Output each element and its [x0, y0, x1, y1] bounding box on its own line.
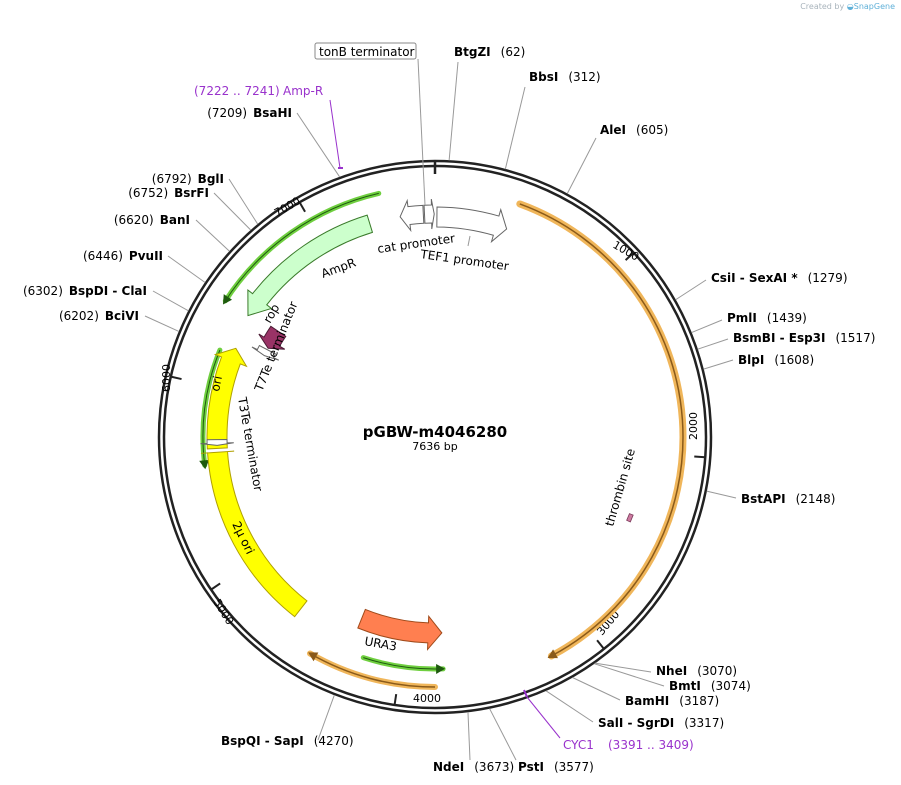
plasmid-length: 7636 bp	[412, 440, 457, 453]
tick-4000	[393, 693, 398, 706]
tef1-label-leader	[467, 235, 471, 247]
credit-brand: SnapGene	[853, 2, 895, 11]
enzyme-label: BsmBI - Esp3I(1517)	[733, 331, 875, 345]
enzyme-label: (6446)PvuII	[83, 249, 163, 263]
enzyme-leader	[594, 662, 652, 673]
enzyme-leader	[448, 61, 459, 161]
credit-prefix: Created by	[800, 2, 845, 11]
enzyme-label: BamHI(3187)	[625, 694, 719, 708]
enzyme-label: NheI(3070)	[656, 664, 737, 678]
enzyme-leader	[213, 192, 252, 231]
ura3-label: URA3	[363, 634, 397, 653]
tonB-label-box	[314, 42, 417, 60]
enzyme-label: (6752)BsrFI	[128, 186, 209, 200]
tef1-promoter-feature	[436, 206, 508, 244]
cyc1-primer-name: CYC1	[563, 738, 594, 752]
enzyme-label: PstI(3577)	[518, 760, 594, 774]
tick-6000	[170, 375, 182, 381]
enzyme-leader	[144, 315, 180, 332]
tick-2000	[694, 455, 706, 459]
enzyme-leader	[691, 319, 723, 333]
ampR-label: AmpR	[319, 255, 357, 280]
enzyme-label: SalI - SgrDI(3317)	[598, 716, 724, 730]
enzyme-label: (6792)BglI	[152, 172, 224, 186]
enzyme-label: NdeI(3673)	[433, 760, 514, 774]
tick-label-7000: 7000	[272, 194, 303, 219]
enzyme-leader	[706, 490, 737, 499]
enzyme-leader	[195, 219, 230, 252]
plasmid-name: pGBW-m4046280	[363, 423, 507, 441]
tick-label-2000: 2000	[687, 412, 700, 440]
ori-orf-arrowhead	[199, 459, 210, 470]
snapgene-logo-icon: ◒	[846, 2, 854, 11]
snapgene-credit: Created by ◒SnapGene	[800, 2, 895, 11]
tonB-terminator-feature	[423, 198, 435, 230]
tick-label-5000: 5000	[210, 597, 236, 628]
amp-r-primer-range: (7222 .. 7241)	[194, 84, 280, 98]
thrombin-site-feature	[626, 513, 634, 523]
enzyme-leader	[228, 178, 259, 225]
tef1-promoter-label: TEF1 promoter	[419, 247, 510, 273]
enzyme-leader	[545, 690, 594, 723]
ampR-orf-outer-arrowhead	[222, 294, 233, 305]
tick-label-6000: 6000	[160, 364, 173, 392]
amp-r-primer-name: Amp-R	[283, 84, 323, 98]
rop-feature	[258, 325, 287, 350]
cyc1-primer-leader	[526, 696, 561, 739]
tick-7000	[298, 201, 306, 213]
enzyme-leader	[317, 694, 335, 741]
ura3-orf-arrowhead	[436, 663, 446, 674]
enzyme-leader	[572, 677, 621, 701]
t7te-terminator-feature	[251, 344, 280, 361]
ampR-feature	[247, 214, 374, 317]
enzyme-label: (6620)BanI	[114, 213, 190, 227]
two-micron-ori-feature	[200, 450, 308, 618]
t3te-terminator-label: T3Te terminator	[235, 395, 266, 492]
orf-arc-bottom	[309, 652, 436, 688]
enzyme-leader	[167, 255, 206, 283]
tick-1000	[624, 251, 635, 261]
enzyme-leader	[594, 663, 665, 687]
enzyme-label: CsiI - SexAI *(1279)	[711, 271, 848, 285]
enzyme-label: (7209)BsaHI	[207, 106, 292, 120]
orf-arc-bottom-arrowhead	[308, 652, 319, 662]
enzyme-label: BmtI(3074)	[669, 679, 751, 693]
orf-arc-right	[519, 203, 684, 657]
enzyme-leader	[703, 359, 734, 370]
enzyme-label: AleI(605)	[600, 123, 668, 137]
enzyme-label: BbsI(312)	[529, 70, 601, 84]
ura3-feature	[357, 608, 443, 651]
tonB-terminator-label: tonB terminator	[319, 45, 415, 59]
enzyme-leader	[296, 112, 341, 178]
enzyme-leader	[152, 290, 189, 312]
enzyme-label: (6202)BciVI	[59, 309, 139, 323]
enzyme-leader	[504, 86, 526, 170]
enzyme-label: BtgZI(62)	[454, 45, 525, 59]
ampR-orf-outer-line	[224, 192, 379, 302]
cat-promoter-feature	[399, 198, 425, 233]
tonB-label-leader	[417, 58, 426, 206]
cyc1-primer-mark	[523, 689, 528, 698]
enzyme-label: (6302)BspDI - ClaI	[23, 284, 147, 298]
enzyme-leader	[697, 338, 729, 350]
enzyme-leader	[675, 279, 707, 301]
enzyme-label: BlpI(1608)	[738, 353, 814, 367]
enzyme-leader	[467, 712, 471, 761]
enzyme-labels: BtgZI(62) BbsI(312) AleI(605) CsiI - SexAI …	[23, 45, 875, 774]
ori-feature	[206, 347, 248, 450]
tick-label-4000: 4000	[413, 692, 441, 705]
enzyme-leader	[566, 137, 597, 194]
enzyme-label: PmlI(1439)	[727, 311, 807, 325]
t3te-terminator-feature	[200, 439, 234, 446]
enzyme-label: BspQI - SapI(4270)	[221, 734, 354, 748]
orf-arc-right-arrowhead	[547, 649, 558, 659]
amp-r-primer-leader	[329, 99, 341, 169]
tick-5000	[210, 582, 221, 591]
enzyme-label: BstAPI(2148)	[741, 492, 835, 506]
tick-3000	[596, 639, 605, 650]
enzyme-leader	[489, 708, 517, 761]
ori-label: ori	[208, 375, 225, 393]
cyc1-primer-range: (3391 .. 3409)	[608, 738, 694, 752]
